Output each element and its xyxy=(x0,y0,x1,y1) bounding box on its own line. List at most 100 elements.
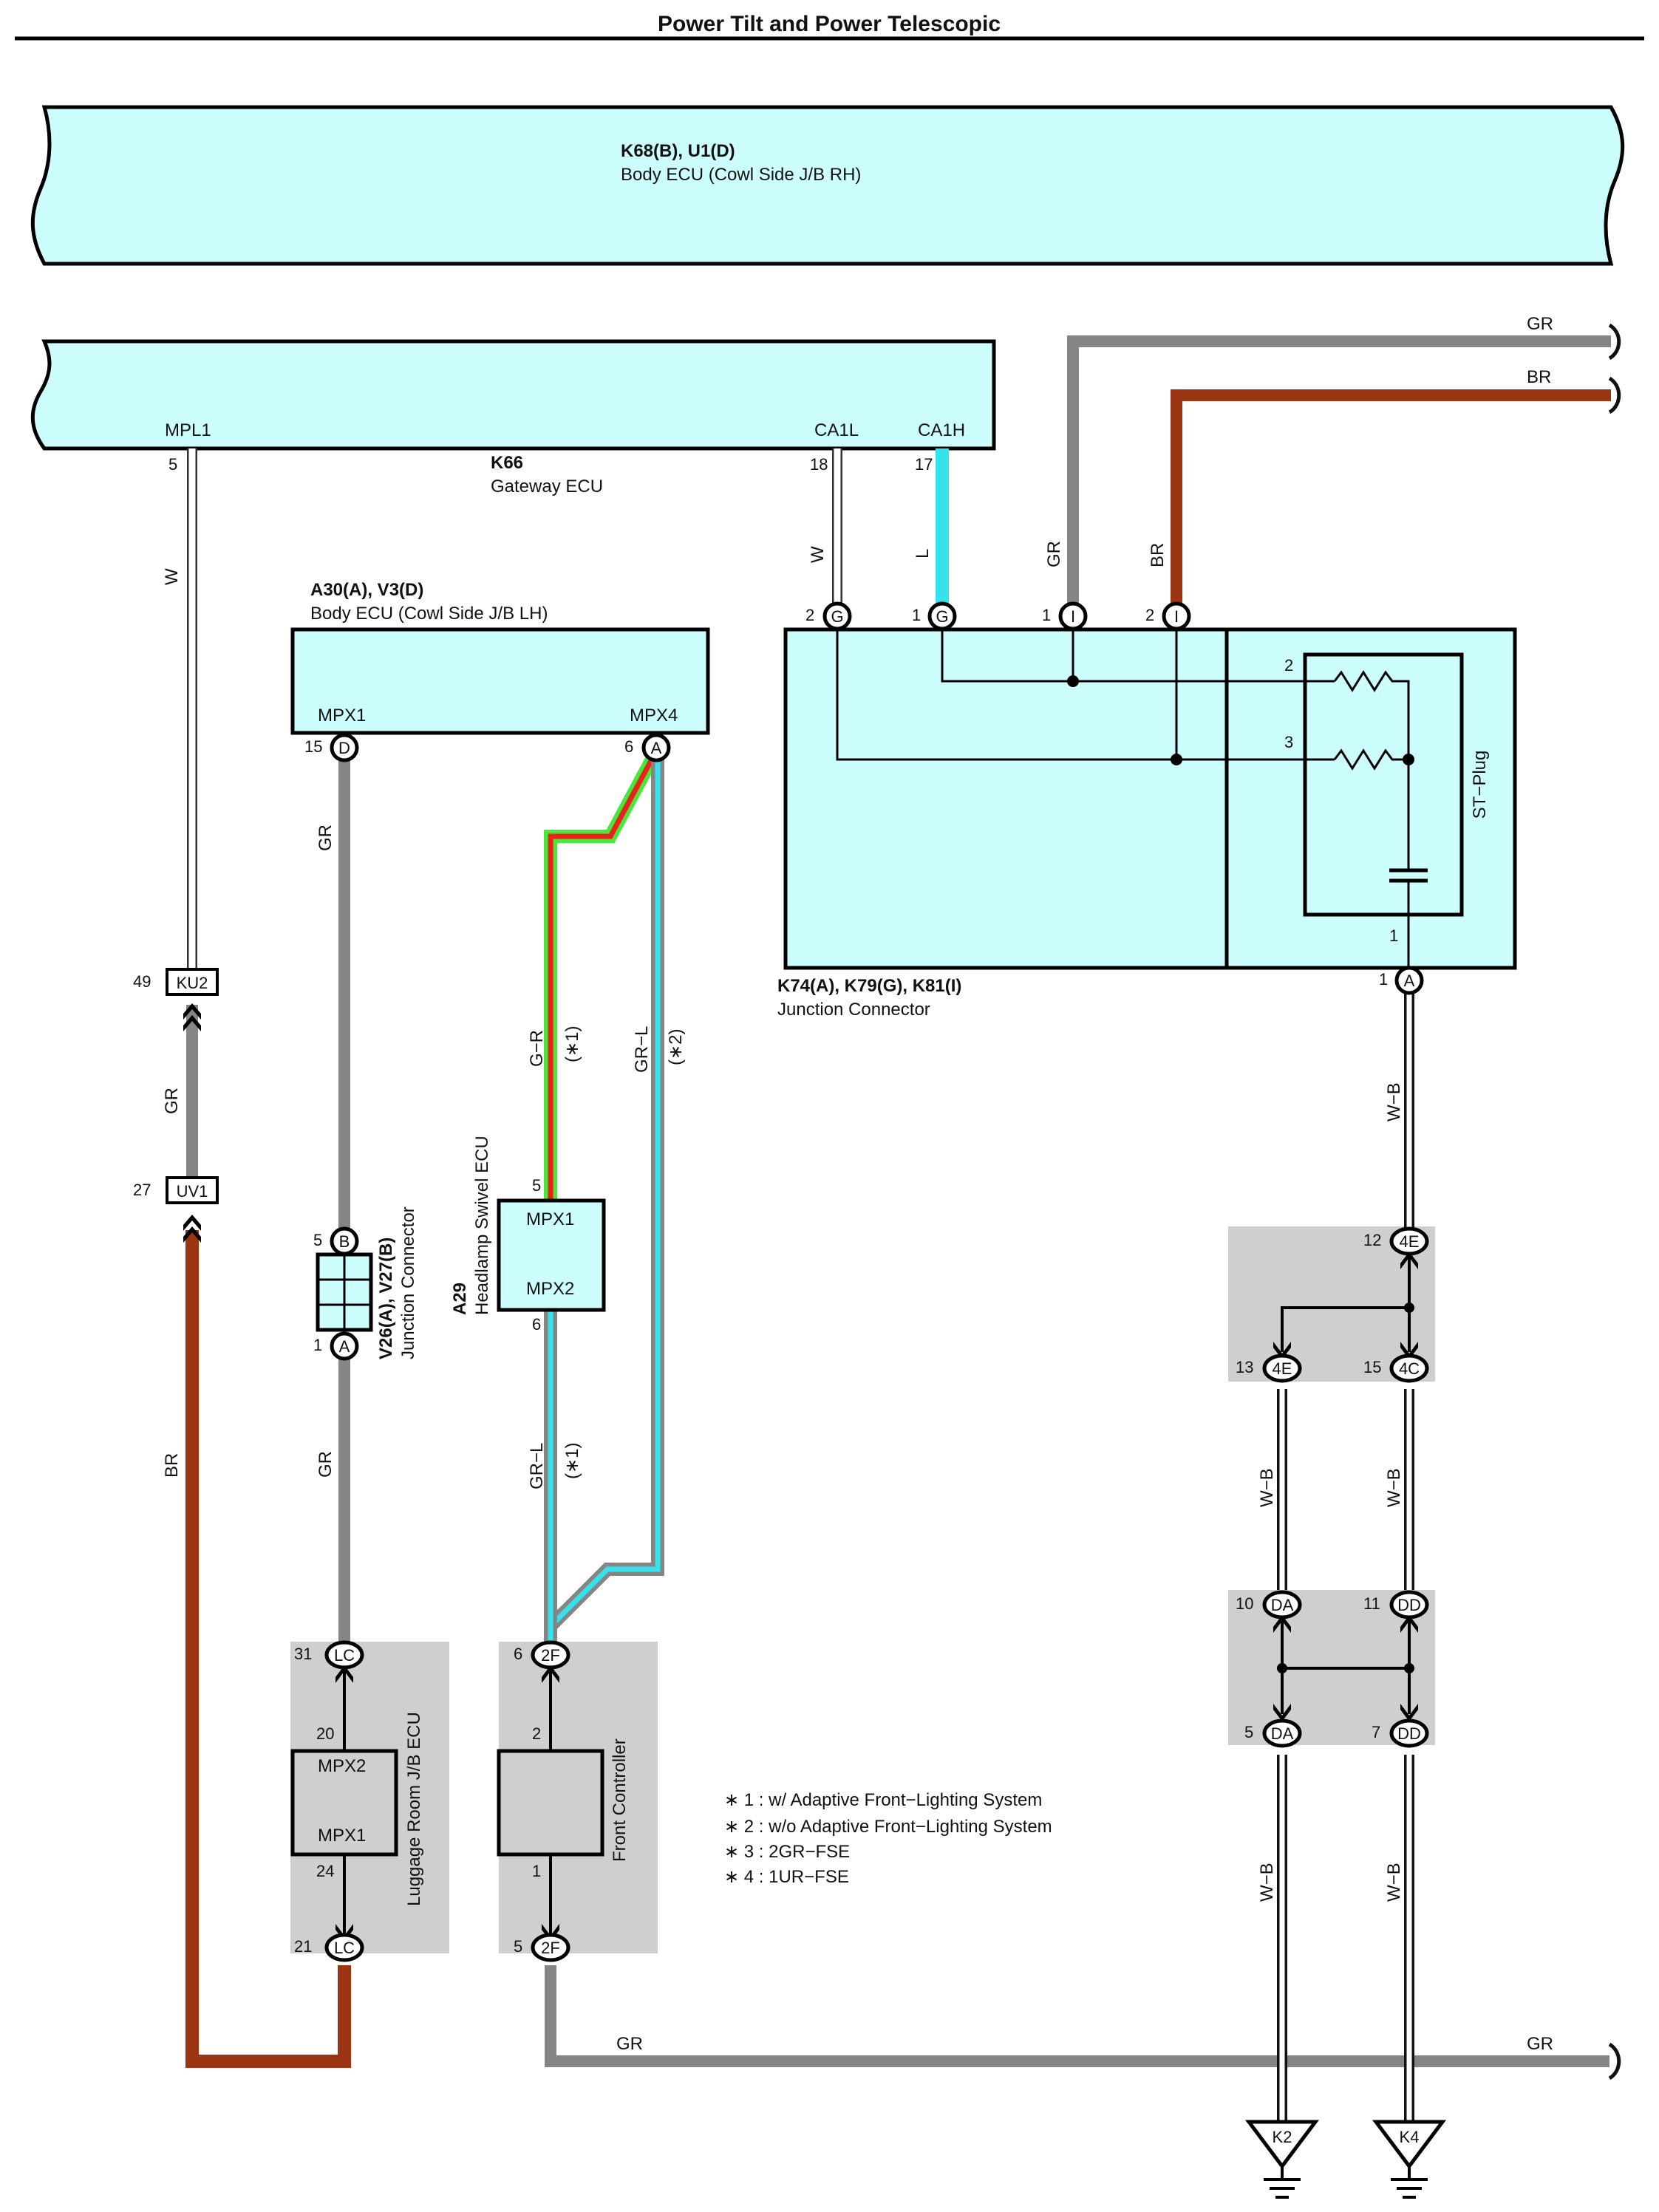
wire-br-top xyxy=(1171,389,1611,606)
terminal-4e12: 4E 12 xyxy=(1363,1226,1429,1256)
svg-text:(∗1): (∗1) xyxy=(562,1026,582,1062)
a29-code: A29 xyxy=(450,1283,470,1315)
svg-text:5: 5 xyxy=(168,455,177,474)
a29-box xyxy=(497,1198,606,1312)
svg-text:1: 1 xyxy=(1379,970,1388,989)
svg-text:1: 1 xyxy=(532,1862,541,1880)
svg-text:K4: K4 xyxy=(1400,2128,1420,2146)
wire-labels-horizontal: GR BR GR GR xyxy=(616,314,1553,2054)
svg-text:49: 49 xyxy=(133,972,151,991)
svg-text:1: 1 xyxy=(1042,606,1051,624)
ecu-pin-numbers: 5 18 17 2 3 1 5 6 20 24 2 1 xyxy=(168,455,1398,1880)
svg-text:DA: DA xyxy=(1271,1596,1294,1614)
svg-text:GR: GR xyxy=(1044,541,1064,567)
svg-text:UV1: UV1 xyxy=(177,1182,208,1201)
gateway-ecu-name: Gateway ECU xyxy=(491,477,603,496)
svg-text:1: 1 xyxy=(912,606,921,624)
svg-text:4C: 4C xyxy=(1399,1359,1420,1378)
svg-text:DD: DD xyxy=(1397,1596,1421,1614)
a29-pin-mpx1: MPX1 xyxy=(526,1209,574,1229)
svg-text:K2: K2 xyxy=(1273,2128,1292,2146)
ground-k2: K2 xyxy=(1245,2120,1319,2199)
body-ecu-rh-name: Body ECU (Cowl Side J/B RH) xyxy=(621,165,861,185)
svg-text:BR: BR xyxy=(1527,367,1551,387)
svg-text:I: I xyxy=(1071,607,1075,626)
terminal-2f6: 2F 6 xyxy=(514,1640,570,1670)
front-controller-name: Front Controller xyxy=(610,1738,630,1862)
note-2: ∗ 2 : w/o Adaptive Front−Lighting System xyxy=(724,1817,1052,1837)
svg-text:I: I xyxy=(1174,607,1179,626)
svg-text:A: A xyxy=(339,1337,350,1356)
svg-text:24: 24 xyxy=(316,1862,334,1880)
svg-text:GR: GR xyxy=(1527,2034,1553,2054)
svg-text:BR: BR xyxy=(162,1453,182,1478)
pin-name-ca1l: CA1L xyxy=(814,420,859,440)
svg-text:2: 2 xyxy=(1145,606,1154,624)
svg-text:B: B xyxy=(339,1232,350,1251)
svg-text:6: 6 xyxy=(624,737,633,756)
terminal-4c15: 4C 15 xyxy=(1363,1354,1429,1383)
svg-text:GR: GR xyxy=(316,825,335,851)
tag-uv1: UV1 27 xyxy=(133,1176,219,1204)
svg-text:G: G xyxy=(831,607,843,626)
svg-text:15: 15 xyxy=(1363,1358,1381,1376)
junction-dots xyxy=(1067,675,1414,765)
svg-text:21: 21 xyxy=(294,1937,312,1956)
luggage-ecu-name: Luggage Room J/B ECU xyxy=(404,1712,424,1906)
pin-name-ca1h: CA1H xyxy=(918,420,965,440)
svg-text:7: 7 xyxy=(1372,1723,1380,1741)
ground-k4: K4 xyxy=(1372,2120,1446,2199)
terminal-a6: A 6 xyxy=(624,733,671,762)
svg-text:L: L xyxy=(913,549,933,559)
svg-text:GR−L: GR−L xyxy=(632,1026,652,1073)
body-ecu-lh-code: A30(A), V3(D) xyxy=(310,580,423,600)
wire-br-lower xyxy=(185,1230,351,2068)
svg-text:18: 18 xyxy=(810,455,828,474)
gateway-ecu-code: K66 xyxy=(491,453,523,473)
terminal-4e13: 4E 13 xyxy=(1236,1354,1302,1383)
luggage-pin-mpx2: MPX2 xyxy=(318,1756,366,1776)
terminal-i2: I 2 xyxy=(1145,601,1191,631)
break-marks xyxy=(1608,323,1621,2080)
svg-text:2: 2 xyxy=(1284,656,1293,675)
svg-text:10: 10 xyxy=(1236,1594,1253,1613)
svg-text:KU2: KU2 xyxy=(177,974,208,992)
svg-text:GR−L: GR−L xyxy=(527,1443,547,1489)
svg-text:2: 2 xyxy=(532,1724,541,1743)
svg-text:A: A xyxy=(651,739,662,757)
svg-text:1: 1 xyxy=(313,1336,322,1354)
junction-v26-code: V26(A), V27(B) xyxy=(376,1238,396,1359)
junction-v26-name: Junction Connector xyxy=(398,1206,418,1359)
junction-k74-code: K74(A), K79(G), K81(I) xyxy=(777,976,961,996)
note-4: ∗ 4 : 1UR−FSE xyxy=(724,1867,849,1887)
body-ecu-lh-box xyxy=(290,627,710,735)
page-title: Power Tilt and Power Telescopic xyxy=(658,12,1001,36)
terminal-lc31: LC 31 xyxy=(294,1640,364,1670)
svg-text:BR: BR xyxy=(1148,543,1168,567)
splice-da-dots xyxy=(1277,1663,1414,1673)
wire-mpx4-g-r xyxy=(544,753,659,1201)
pin-name-mpx4: MPX4 xyxy=(630,706,678,726)
svg-text:DA: DA xyxy=(1271,1724,1294,1743)
svg-text:W−B: W−B xyxy=(1257,1863,1277,1902)
svg-text:5: 5 xyxy=(514,1937,522,1956)
luggage-pin-mpx1: MPX1 xyxy=(318,1826,366,1846)
pin-name-mpx1: MPX1 xyxy=(318,706,366,726)
wire-gr-top xyxy=(1067,335,1611,606)
terminal-g2: G 2 xyxy=(805,601,852,631)
svg-text:5: 5 xyxy=(532,1176,541,1195)
wire-gr-bottom xyxy=(545,1965,1609,2067)
wire-mpx4-gr-l xyxy=(546,757,664,1631)
svg-text:(∗1): (∗1) xyxy=(562,1443,582,1479)
a29-name: Headlamp Swivel ECU xyxy=(472,1136,492,1315)
terminal-dd7: DD 7 xyxy=(1372,1718,1429,1748)
svg-text:1: 1 xyxy=(1389,926,1398,945)
svg-text:5: 5 xyxy=(313,1231,322,1249)
terminal-2f5: 2F 5 xyxy=(514,1933,570,1962)
st-plug-label: ST−Plug xyxy=(1470,751,1490,819)
svg-text:DD: DD xyxy=(1397,1724,1421,1743)
svg-text:13: 13 xyxy=(1236,1358,1253,1376)
svg-text:D: D xyxy=(338,739,350,757)
svg-text:2F: 2F xyxy=(541,1939,560,1957)
